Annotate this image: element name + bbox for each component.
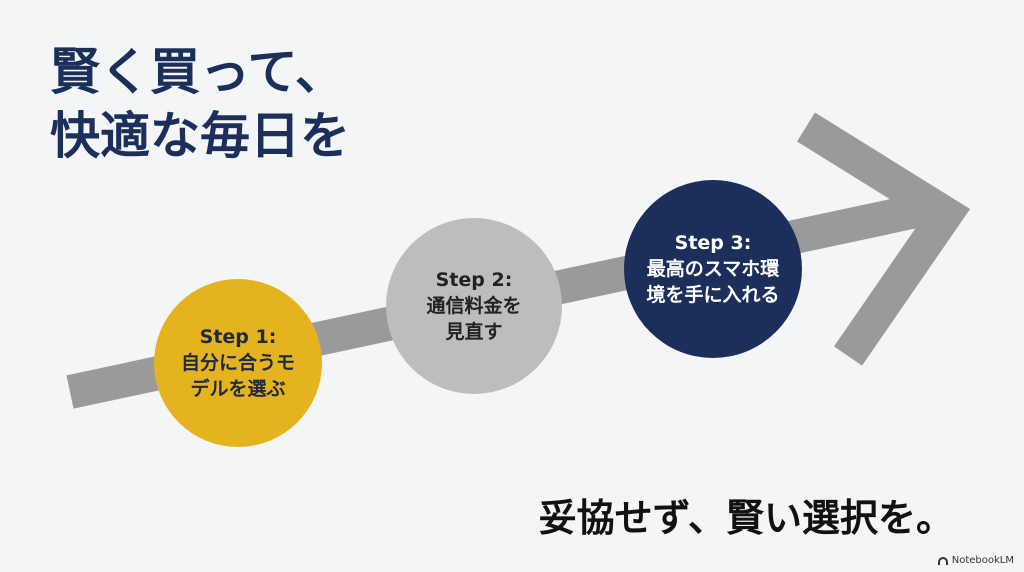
step-1-text-line-1: 自分に合うモ — [180, 352, 295, 374]
step-2-text-line-1: 通信料金を — [426, 295, 522, 317]
arrow-head — [797, 112, 971, 366]
step-1-label: Step 1: — [199, 326, 277, 348]
step-2-text-line-2: 見直す — [445, 321, 503, 343]
step-3-label: Step 3: — [674, 232, 752, 254]
title-line-1: 賢く買って、 — [50, 43, 345, 101]
step-1-text-line-2: デルを選ぶ — [190, 378, 286, 400]
footer-brand: NotebookLM — [937, 555, 1014, 566]
step-3-circle: Step 3: 最高のスマホ環 境を手に入れる — [624, 180, 802, 358]
step-2-circle: Step 2: 通信料金を 見直す — [386, 218, 562, 394]
tagline: 妥協せず、賢い選択を。 — [538, 496, 954, 540]
step-3-text-line-2: 境を手に入れる — [646, 284, 780, 306]
title-line-2: 快適な毎日を — [50, 107, 350, 165]
notebooklm-logo-icon — [937, 556, 948, 565]
brand-label: NotebookLM — [951, 555, 1014, 566]
page-title: 賢く買って、 快適な毎日を — [50, 40, 350, 168]
step-1-circle: Step 1: 自分に合うモ デルを選ぶ — [154, 279, 322, 447]
step-2-label: Step 2: — [435, 269, 513, 291]
step-3-text-line-1: 最高のスマホ環 — [646, 258, 780, 280]
